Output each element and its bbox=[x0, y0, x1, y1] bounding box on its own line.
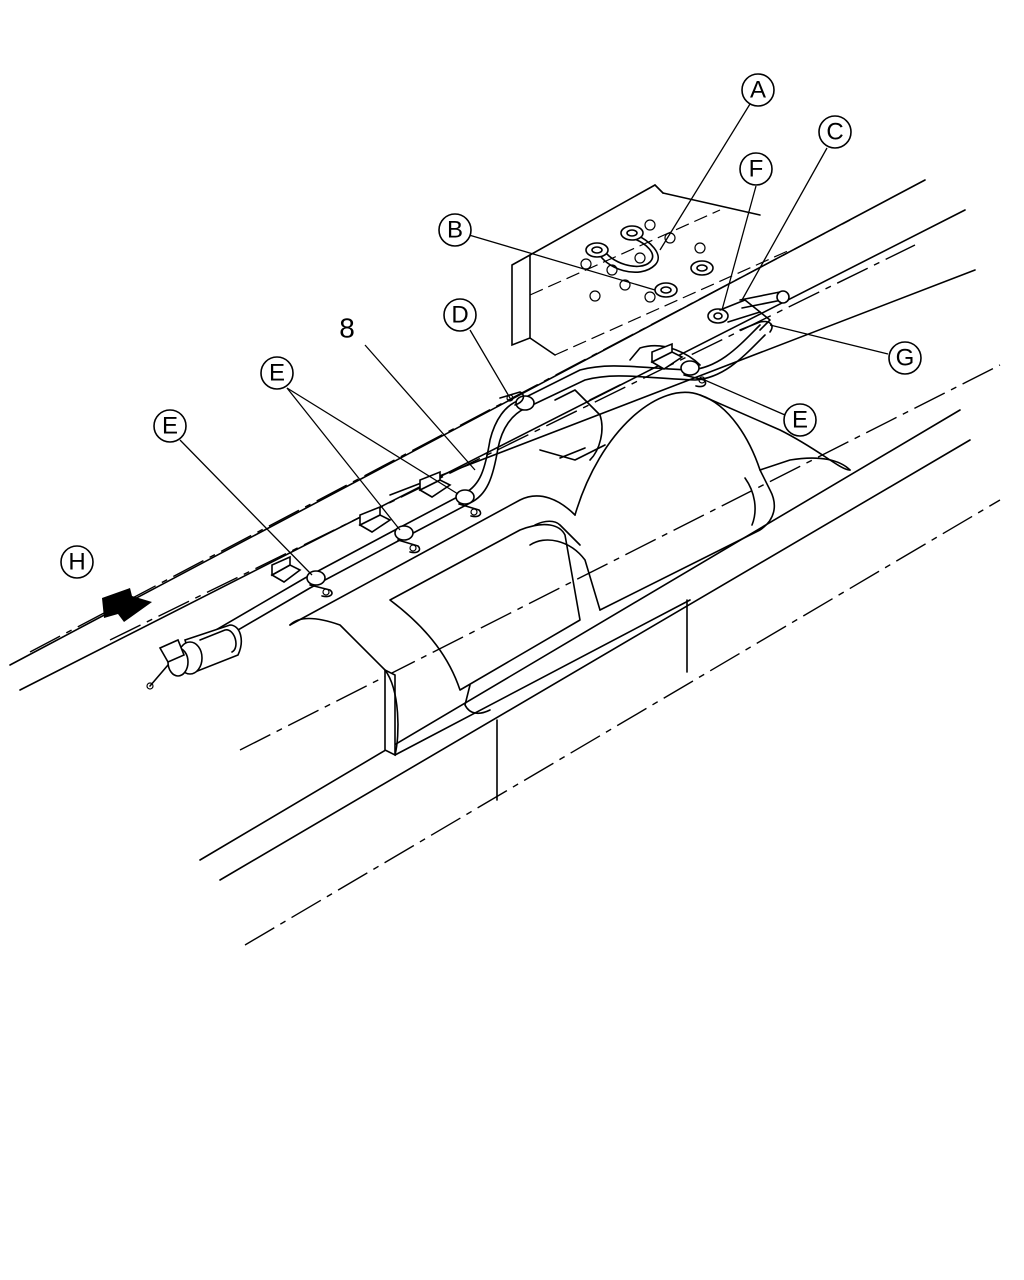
fuel-tank bbox=[289, 344, 851, 801]
front-direction-arrow-icon bbox=[102, 588, 152, 622]
ground-strap bbox=[585, 225, 659, 274]
callout-e-middle-label: E bbox=[269, 360, 285, 387]
mounting-nuts bbox=[654, 260, 790, 309]
callout-e-left-label: E bbox=[162, 413, 178, 440]
callout-c: C bbox=[818, 115, 852, 149]
callout-d-label: D bbox=[451, 302, 468, 329]
callout-h-label: H bbox=[68, 549, 85, 576]
wire-harness bbox=[184, 299, 773, 659]
callout-h: H bbox=[60, 545, 94, 579]
callout-a-label: A bbox=[750, 77, 766, 104]
callout-f: F bbox=[739, 152, 773, 186]
callout-d: D bbox=[443, 298, 477, 332]
callout-b: B bbox=[438, 213, 472, 247]
callout-f-label: F bbox=[749, 156, 764, 183]
callout-g: G bbox=[888, 341, 922, 375]
harness-clips bbox=[270, 342, 707, 598]
cross-member-bracket bbox=[511, 184, 791, 356]
callout-c-label: C bbox=[826, 119, 843, 146]
callout-b-label: B bbox=[447, 217, 463, 244]
callout-e-right-label: E bbox=[792, 407, 808, 434]
callout-e-left: E bbox=[153, 409, 187, 443]
callout-e-right: E bbox=[783, 403, 817, 437]
fuel-sender-connector bbox=[146, 624, 242, 690]
callout-e-middle: E bbox=[260, 356, 294, 390]
leader-lines bbox=[179, 103, 889, 576]
frame-rails bbox=[9, 179, 1001, 946]
callout-g-label: G bbox=[896, 345, 915, 372]
callout-a: A bbox=[741, 73, 775, 107]
part-number-label: 8 bbox=[339, 313, 355, 344]
